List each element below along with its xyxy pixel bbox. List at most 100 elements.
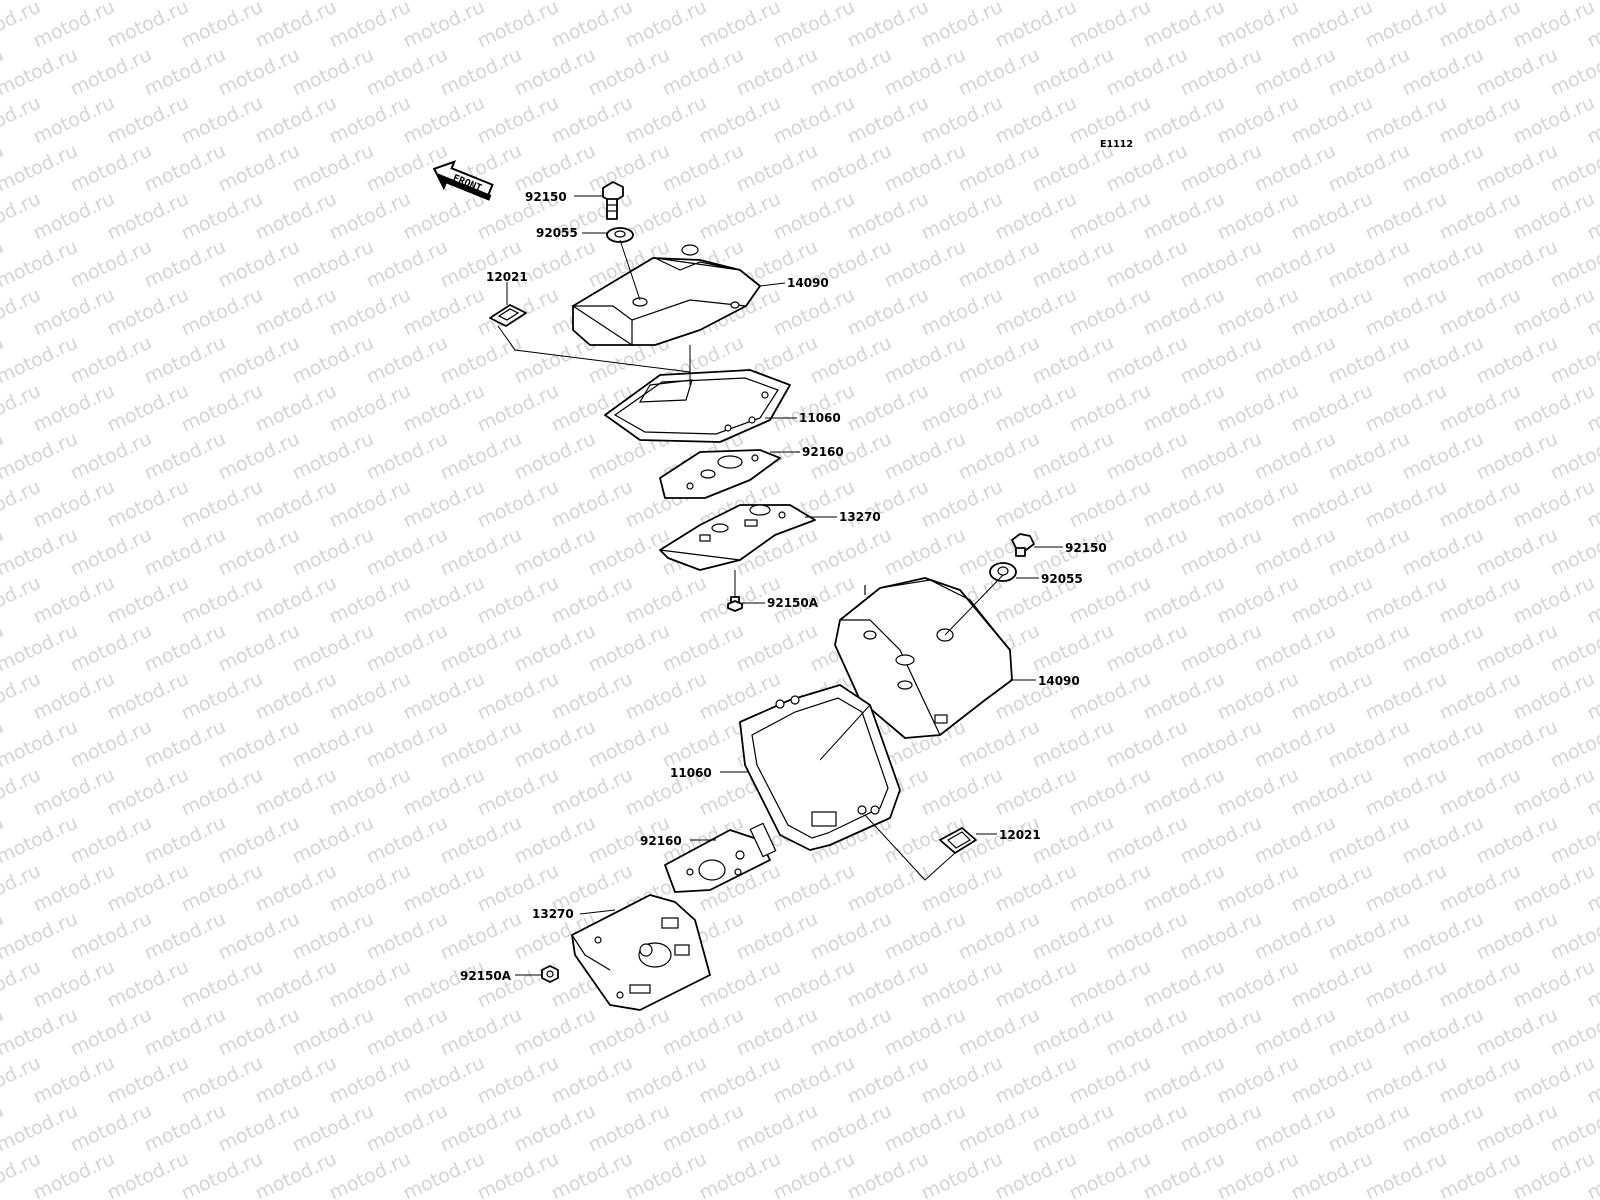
watermark-text: motod.ru	[289, 908, 377, 965]
watermark-text: motod.ru	[955, 236, 1043, 293]
watermark-text: motod.ru	[178, 764, 266, 821]
leader-lines	[497, 195, 1063, 976]
watermark-text: motod.ru	[1177, 908, 1265, 965]
watermark-text: motod.ru	[1103, 428, 1191, 485]
watermark-text: motod.ru	[844, 380, 932, 437]
watermark-text: motod.ru	[1399, 908, 1487, 965]
watermark-text: motod.ru	[215, 716, 303, 773]
watermark-text: motod.ru	[252, 764, 340, 821]
watermark-text: motod.ru	[1325, 1100, 1413, 1157]
watermark-text: motod.ru	[881, 332, 969, 389]
watermark-text: motod.ru	[696, 956, 784, 1013]
watermark-text: motod.ru	[400, 476, 488, 533]
watermark-text: motod.ru	[326, 284, 414, 341]
bolt-92150a-top	[727, 596, 743, 612]
watermark-text: motod.ru	[400, 764, 488, 821]
watermark-text: motod.ru	[1251, 524, 1339, 581]
watermark-text: motod.ru	[1103, 908, 1191, 965]
watermark-text: motod.ru	[844, 1052, 932, 1109]
watermark-text: motod.ru	[1399, 428, 1487, 485]
watermark-text: motod.ru	[400, 284, 488, 341]
watermark-text: motod.ru	[289, 524, 377, 581]
watermark-text: motod.ru	[1066, 476, 1154, 533]
watermark-text: motod.ru	[1510, 572, 1598, 629]
watermark-text: motod.ru	[881, 1100, 969, 1157]
watermark-text: motod.ru	[548, 0, 636, 53]
watermark-text: motod.ru	[622, 92, 710, 149]
watermark-text: motod.ru	[141, 1100, 229, 1157]
watermark-text: motod.ru	[1362, 572, 1450, 629]
watermark-text: motod.ru	[1251, 332, 1339, 389]
watermark-text: motod.ru	[1177, 140, 1265, 197]
watermark-text: motod.ru	[918, 1148, 1006, 1200]
callout-11060-lower: 11060	[670, 766, 712, 780]
watermark-text: motod.ru	[1103, 716, 1191, 773]
watermark-text: motod.ru	[1362, 380, 1450, 437]
watermark-text: motod.ru	[1473, 332, 1561, 389]
watermark-text: motod.ru	[1140, 1052, 1228, 1109]
watermark-text: motod.ru	[1214, 860, 1302, 917]
watermark-text: motod.ru	[326, 188, 414, 245]
watermark-text: motod.ru	[1510, 92, 1598, 149]
watermark-text: motod.ru	[0, 44, 81, 101]
watermark-text: motod.ru	[400, 380, 488, 437]
bolt-top	[602, 181, 624, 220]
watermark-text: motod.ru	[844, 188, 932, 245]
callout-92055-right: 92055	[1041, 572, 1083, 586]
watermark-text: motod.ru	[511, 140, 599, 197]
watermark-text: motod.ru	[363, 428, 451, 485]
watermark-text: motod.ru	[733, 1004, 821, 1061]
watermark-text: motod.ru	[1177, 1004, 1265, 1061]
watermark-text: motod.ru	[141, 428, 229, 485]
watermark-text: motod.ru	[289, 1004, 377, 1061]
watermark-text: motod.ru	[141, 524, 229, 581]
watermark-text: motod.ru	[104, 860, 192, 917]
watermark-text: motod.ru	[215, 428, 303, 485]
watermark-text: motod.ru	[0, 524, 81, 581]
watermark-text: motod.ru	[733, 44, 821, 101]
watermark-text: motod.ru	[104, 92, 192, 149]
watermark-text: motod.ru	[1251, 140, 1339, 197]
watermark-text: motod.ru	[289, 716, 377, 773]
watermark-text: motod.ru	[807, 44, 895, 101]
watermark-text: motod.ru	[1436, 572, 1524, 629]
watermark-text: motod.ru	[400, 92, 488, 149]
watermark-text: motod.ru	[807, 1004, 895, 1061]
watermark-text: motod.ru	[141, 620, 229, 677]
watermark-text: motod.ru	[918, 284, 1006, 341]
watermark-text: motod.ru	[844, 956, 932, 1013]
watermark-text: motod.ru	[363, 332, 451, 389]
watermark-text: motod.ru	[326, 380, 414, 437]
watermark-text: motod.ru	[252, 188, 340, 245]
watermark-text: motod.ru	[1140, 284, 1228, 341]
watermark-text: motod.ru	[1214, 764, 1302, 821]
watermark-text: motod.ru	[1473, 1100, 1561, 1157]
watermark-text: motod.ru	[104, 0, 192, 53]
watermark-text: motod.ru	[1177, 1100, 1265, 1157]
watermark-text: motod.ru	[1029, 716, 1117, 773]
watermark-text: motod.ru	[548, 764, 636, 821]
watermark-text: motod.ru	[992, 1052, 1080, 1109]
washer-right	[989, 562, 1017, 582]
bolt-right	[1011, 533, 1035, 557]
watermark-text: motod.ru	[1288, 764, 1376, 821]
watermark-text: motod.ru	[1473, 908, 1561, 965]
watermark-text: motod.ru	[585, 524, 673, 581]
bolt-92150a-lower	[541, 965, 559, 983]
watermark-text: motod.ru	[1510, 284, 1598, 341]
watermark-text: motod.ru	[1288, 668, 1376, 725]
watermark-text: motod.ru	[215, 44, 303, 101]
watermark-text: motod.ru	[0, 908, 81, 965]
watermark-text: motod.ru	[955, 44, 1043, 101]
watermark-text: motod.ru	[1399, 332, 1487, 389]
watermark-text: motod.ru	[844, 92, 932, 149]
watermark-text: motod.ru	[1103, 524, 1191, 581]
watermark-text: motod.ru	[252, 956, 340, 1013]
watermark-text: motod.ru	[1399, 1004, 1487, 1061]
watermark-text: motod.ru	[918, 0, 1006, 53]
watermark-text: motod.ru	[1177, 524, 1265, 581]
watermark-text: motod.ru	[511, 44, 599, 101]
watermark-text: motod.ru	[30, 284, 118, 341]
plate-13270-lower	[571, 894, 711, 1011]
watermark-text: motod.ru	[1362, 860, 1450, 917]
